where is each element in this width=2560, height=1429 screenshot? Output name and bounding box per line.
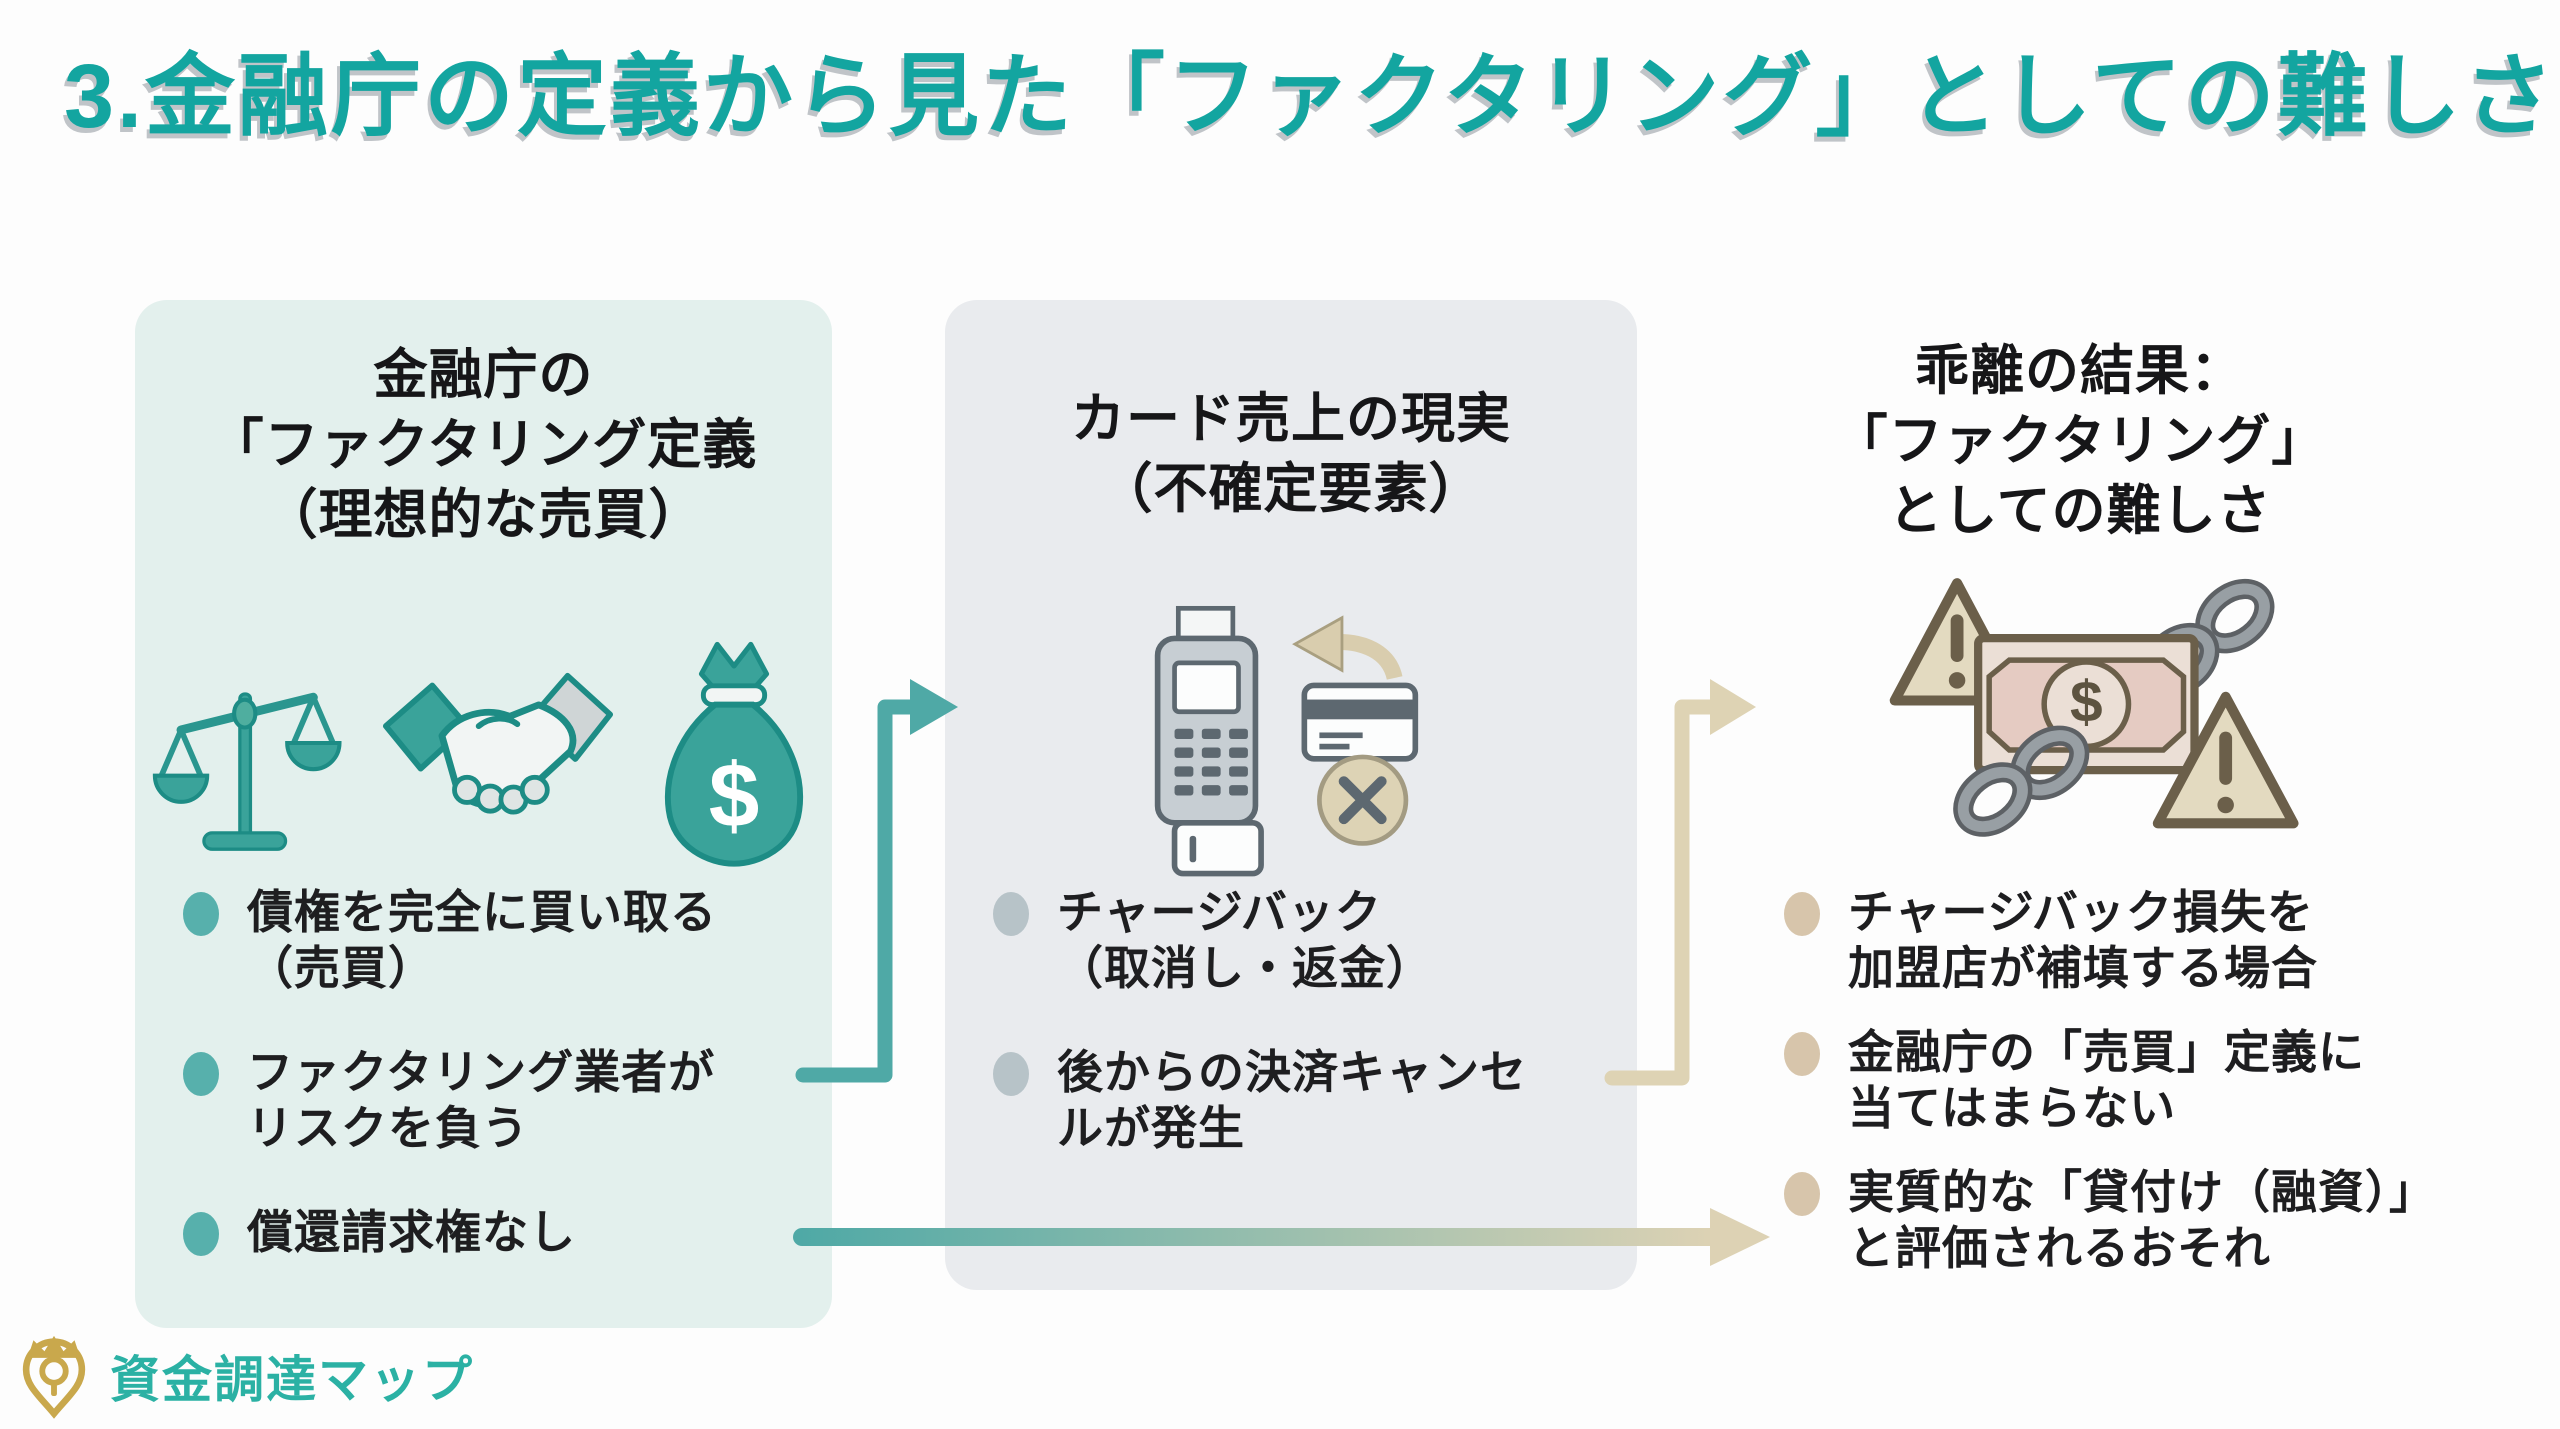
card-terminal-icon xyxy=(1120,598,1468,887)
list-item: 債権を完全に買い取る （売買） xyxy=(183,884,822,996)
panel-title-line: 乖離の結果： xyxy=(1915,341,2245,401)
panel-title-line: としての難しさ xyxy=(1888,481,2272,541)
bullet-text: ルが発生 xyxy=(1057,1102,1245,1154)
fsa-icons-row: $ xyxy=(135,602,832,874)
column-divergence-result: 乖離の結果： 「ファクタリング」 としての難しさ xyxy=(1770,300,2435,1340)
bullet-dot-icon xyxy=(183,892,219,936)
credit-card-icon xyxy=(1301,682,1419,762)
panel-card-sales-reality: カード売上の現実 （不確定要素） xyxy=(945,300,1637,1290)
bullet-dot-icon xyxy=(993,1052,1029,1096)
money-bag-icon: $ xyxy=(650,636,818,874)
bullet-dot-icon xyxy=(1784,1032,1820,1076)
chargeback-arrow-icon xyxy=(1292,615,1403,681)
bullet-text: 金融庁の「売買」定義に xyxy=(1848,1026,2365,1078)
divergence-bullets: チャージバック損失を 加盟店が補填する場合 金融庁の「売買」定義に 当てはまらな… xyxy=(1784,884,2435,1276)
panel-title-line: カード売上の現実 xyxy=(1071,389,1511,449)
bullet-text: 償還請求権なし xyxy=(247,1206,576,1258)
handshake-icon xyxy=(382,666,614,874)
bullet-text: （取消し・返金） xyxy=(1057,942,1433,994)
bullet-text: チャージバック xyxy=(1057,886,1382,938)
fsa-bullets: 債権を完全に買い取る （売買） ファクタリング業者が リスクを負う 償還請求権な… xyxy=(183,884,822,1260)
list-item: 後からの決済キャンセ ルが発生 xyxy=(993,1044,1627,1156)
panel-title-line: 「ファクタリング」 xyxy=(1833,411,2327,471)
bullet-dot-icon xyxy=(183,1212,219,1256)
keypad-icon xyxy=(1174,728,1248,796)
list-item: 金融庁の「売買」定義に 当てはまらない xyxy=(1784,1024,2380,1136)
divergence-title: 乖離の結果： 「ファクタリング」 としての難しさ xyxy=(1770,336,2390,546)
bullet-dot-icon xyxy=(183,1052,219,1096)
panel-title-line: 「ファクタリング定義 xyxy=(209,415,758,475)
panel-fsa-title: 金融庁の 「ファクタリング定義 （理想的な売買） xyxy=(135,340,832,550)
card-bullets: チャージバック （取消し・返金） 後からの決済キャンセ ルが発生 xyxy=(993,884,1627,1156)
panel-fsa-definition: 金融庁の 「ファクタリング定義 （理想的な売買） xyxy=(135,300,832,1328)
cancel-x-icon xyxy=(1317,754,1409,846)
bullet-text: 後からの決済キャンセ xyxy=(1057,1046,1527,1098)
bullet-text: 加盟店が補填する場合 xyxy=(1848,942,2318,994)
scales-icon xyxy=(150,630,346,874)
bullet-dot-icon xyxy=(1784,892,1820,936)
dollar-glyph: $ xyxy=(2070,670,2103,735)
list-item: チャージバック損失を 加盟店が補填する場合 xyxy=(1784,884,2380,996)
panel-title-line: 金融庁の xyxy=(373,345,594,405)
dollar-glyph: $ xyxy=(708,745,759,846)
list-item: チャージバック （取消し・返金） xyxy=(993,884,1627,996)
map-pin-crown-icon xyxy=(10,1324,98,1429)
chain-icon xyxy=(1953,725,2090,837)
page-title: 3.金融庁の定義から見た「ファクタリング」としての難しさ xyxy=(64,47,2557,147)
bullet-text: 債権を完全に買い取る xyxy=(247,886,717,938)
bullet-text: チャージバック損失を xyxy=(1848,886,2314,938)
panel-title-line: （不確定要素） xyxy=(1098,459,1484,519)
brand-logo-text: 資金調達マップ xyxy=(110,1352,474,1408)
bullet-text: 当てはまらない xyxy=(1848,1082,2177,1134)
list-item: 償還請求権なし xyxy=(183,1204,822,1260)
bullet-dot-icon xyxy=(993,892,1029,936)
bullet-text: と評価されるおそれ xyxy=(1848,1222,2271,1274)
list-item: ファクタリング業者が リスクを負う xyxy=(183,1044,822,1156)
list-item: 実質的な「貸付け（融資）」 と評価されるおそれ xyxy=(1784,1164,2435,1276)
bullet-text: （売買） xyxy=(247,942,435,994)
bullet-dot-icon xyxy=(1784,1172,1820,1216)
chained-money-icon: $ xyxy=(1870,552,2310,843)
bullet-text: ファクタリング業者が xyxy=(247,1046,716,1098)
panel-card-title: カード売上の現実 （不確定要素） xyxy=(945,384,1637,524)
bullet-text: 実質的な「貸付け（融資）」 xyxy=(1848,1166,2436,1218)
bullet-text: リスクを負う xyxy=(247,1102,529,1154)
brand-logo: 資金調達マップ xyxy=(10,1326,474,1426)
panel-title-line: （理想的な売買） xyxy=(263,485,704,545)
warning-triangle-icon xyxy=(2152,691,2299,829)
